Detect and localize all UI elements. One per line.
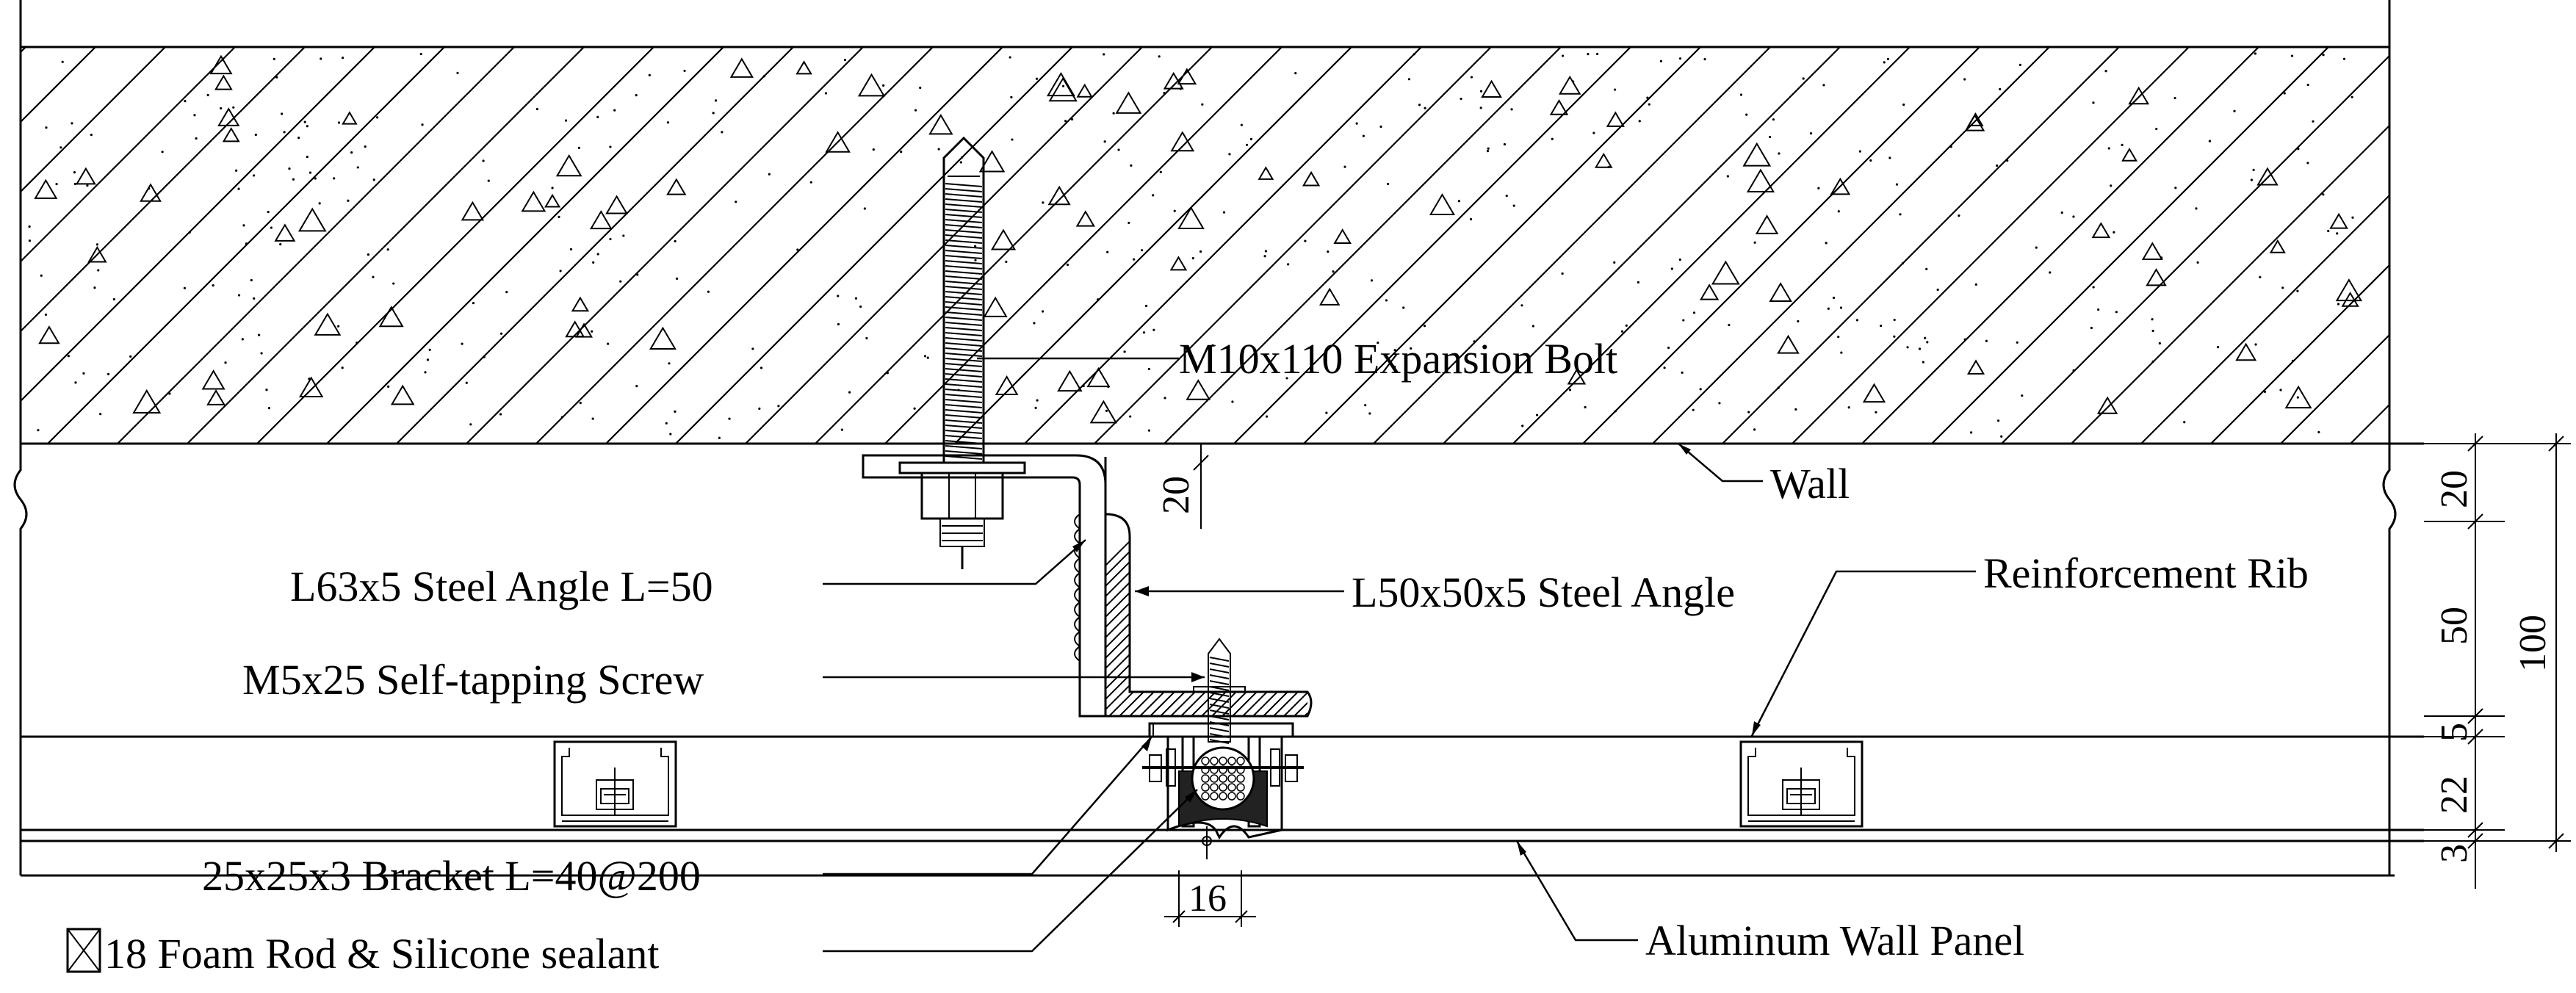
dim-right-3: 3 [2434, 844, 2475, 863]
frame-lines [13, 0, 2424, 877]
reinforcement-rib-left [553, 740, 677, 828]
bolt-nut [920, 472, 1004, 520]
label-self-tapping-screw: M5x25 Self-tapping Screw [242, 656, 704, 704]
label-steel-angle-50: L50x50x5 Steel Angle [1352, 568, 1735, 616]
expansion-bolt [898, 136, 1026, 569]
dim-right-total: 100 [2512, 615, 2554, 672]
label-foam-rod: 18 Foam Rod & Silicone sealant [104, 930, 660, 978]
dim-right-22: 22 [2434, 776, 2475, 814]
reinforcement-rib-right [1739, 740, 1864, 828]
self-tapping-screw [1193, 638, 1246, 744]
foam-rod-symbol-icon [66, 928, 101, 973]
label-reinforcement-rib: Reinforcement Rib [1983, 549, 2309, 597]
label-wall: Wall [1770, 460, 1850, 508]
right-break-line [2382, 0, 2397, 875]
concrete-wall [19, 46, 2391, 445]
concrete-aggregate [28, 52, 2363, 439]
annotations: M10x110 Expansion Bolt Wall L63x5 Steel … [66, 335, 2554, 978]
dim-right-5: 5 [2434, 723, 2475, 742]
label-aluminum-panel: Aluminum Wall Panel [1645, 917, 2024, 964]
left-break-line [13, 0, 28, 875]
leader-lines [823, 357, 1976, 953]
bolt-washer [898, 461, 1026, 474]
label-expansion-bolt: M10x110 Expansion Bolt [1179, 335, 1617, 383]
dim-right-50: 50 [2434, 607, 2475, 645]
weld-bead [1074, 513, 1081, 662]
foam-rod [1191, 746, 1255, 811]
dim-right-20: 20 [2434, 470, 2475, 508]
label-steel-angle-63: L63x5 Steel Angle L=50 [290, 563, 713, 610]
steel-angle-63 [862, 454, 1107, 718]
dim-gap-20: 20 [1155, 476, 1197, 514]
label-bracket: 25x25x3 Bracket L=40@200 [202, 852, 701, 900]
joint-assembly [1142, 722, 1304, 859]
concrete-hatch [21, 47, 2389, 444]
dim-joint-width: 16 [1188, 878, 1227, 920]
dimension-lines [1164, 433, 2571, 927]
wall-outline [19, 46, 2391, 445]
